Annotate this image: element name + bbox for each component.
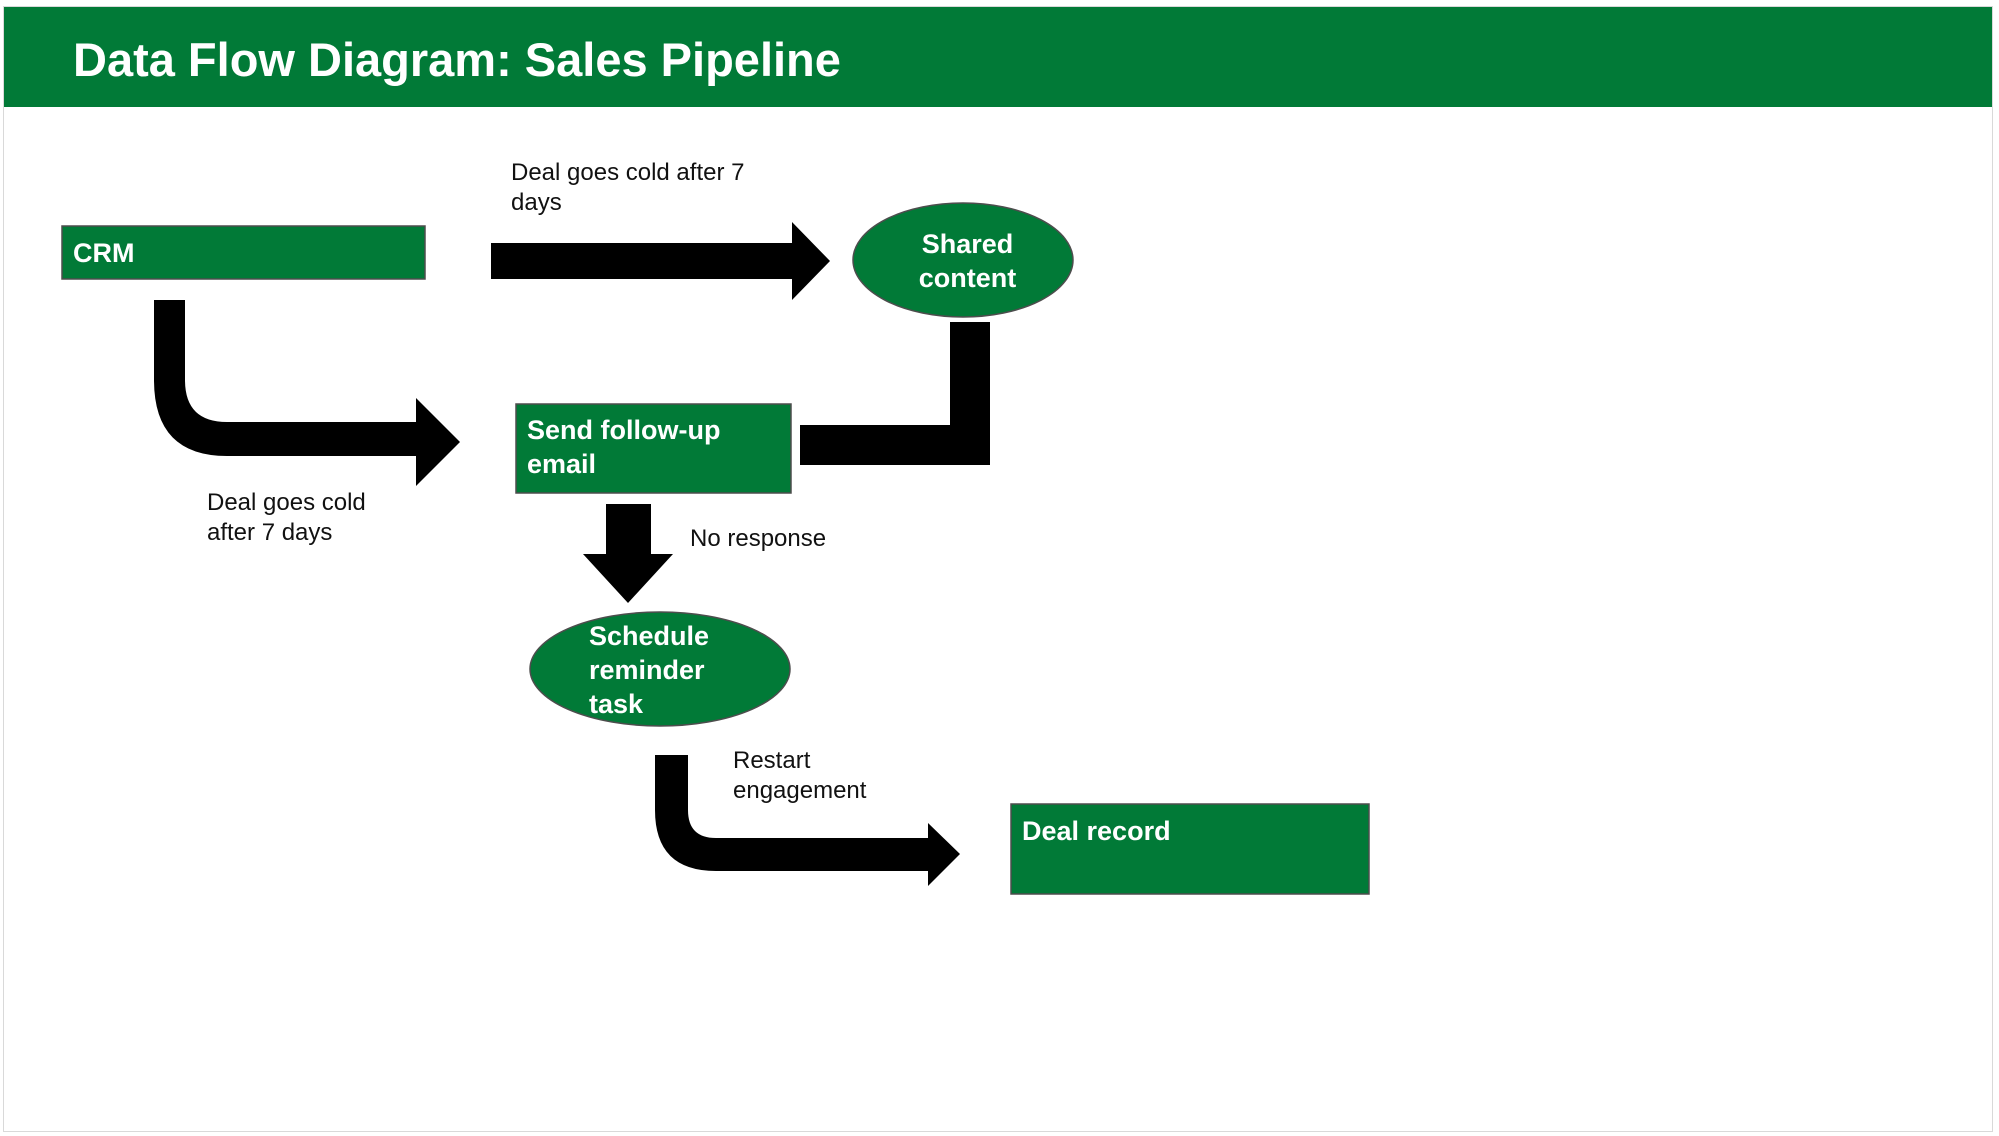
node-shared-content-label: Shared content — [918, 229, 1017, 293]
node-deal-record — [1010, 803, 1370, 895]
arrow-crm-to-send-follow-up-email — [154, 300, 460, 486]
arrow-crm-to-shared-content — [491, 222, 830, 300]
node-crm-label: CRM — [73, 238, 135, 268]
node-schedule-reminder-task-label: Schedule reminder task — [589, 621, 710, 719]
edge-label-send-follow-up-email-to-schedule-reminder-task: No response — [690, 525, 827, 552]
edge-label-crm-to-shared-content: Deal goes cold after 7 days — [511, 159, 745, 216]
node-send-follow-up-email-label: Send follow-up email — [527, 415, 721, 479]
title-bar: Data Flow Diagram: Sales Pipeline — [4, 7, 1992, 107]
node-crm — [61, 225, 426, 280]
arrow-schedule-reminder-task-to-deal-record — [655, 755, 960, 886]
node-deal-record-label: Deal record — [1022, 816, 1171, 846]
node-shared-content — [852, 202, 1074, 318]
page-title: Data Flow Diagram: Sales Pipeline — [73, 33, 841, 86]
connector-shared-content-to-send-follow-up-email — [800, 322, 990, 465]
node-schedule-reminder-task — [529, 611, 791, 727]
edge-label-schedule-reminder-task-to-deal-record: Restart engagement — [733, 747, 867, 804]
node-send-follow-up-email — [515, 403, 792, 494]
arrow-send-follow-up-email-to-schedule-reminder-task — [583, 504, 673, 603]
slide: Data Flow Diagram: Sales Pipeline — [3, 6, 1993, 1132]
edge-label-crm-to-send-follow-up-email: Deal goes cold after 7 days — [207, 489, 366, 546]
